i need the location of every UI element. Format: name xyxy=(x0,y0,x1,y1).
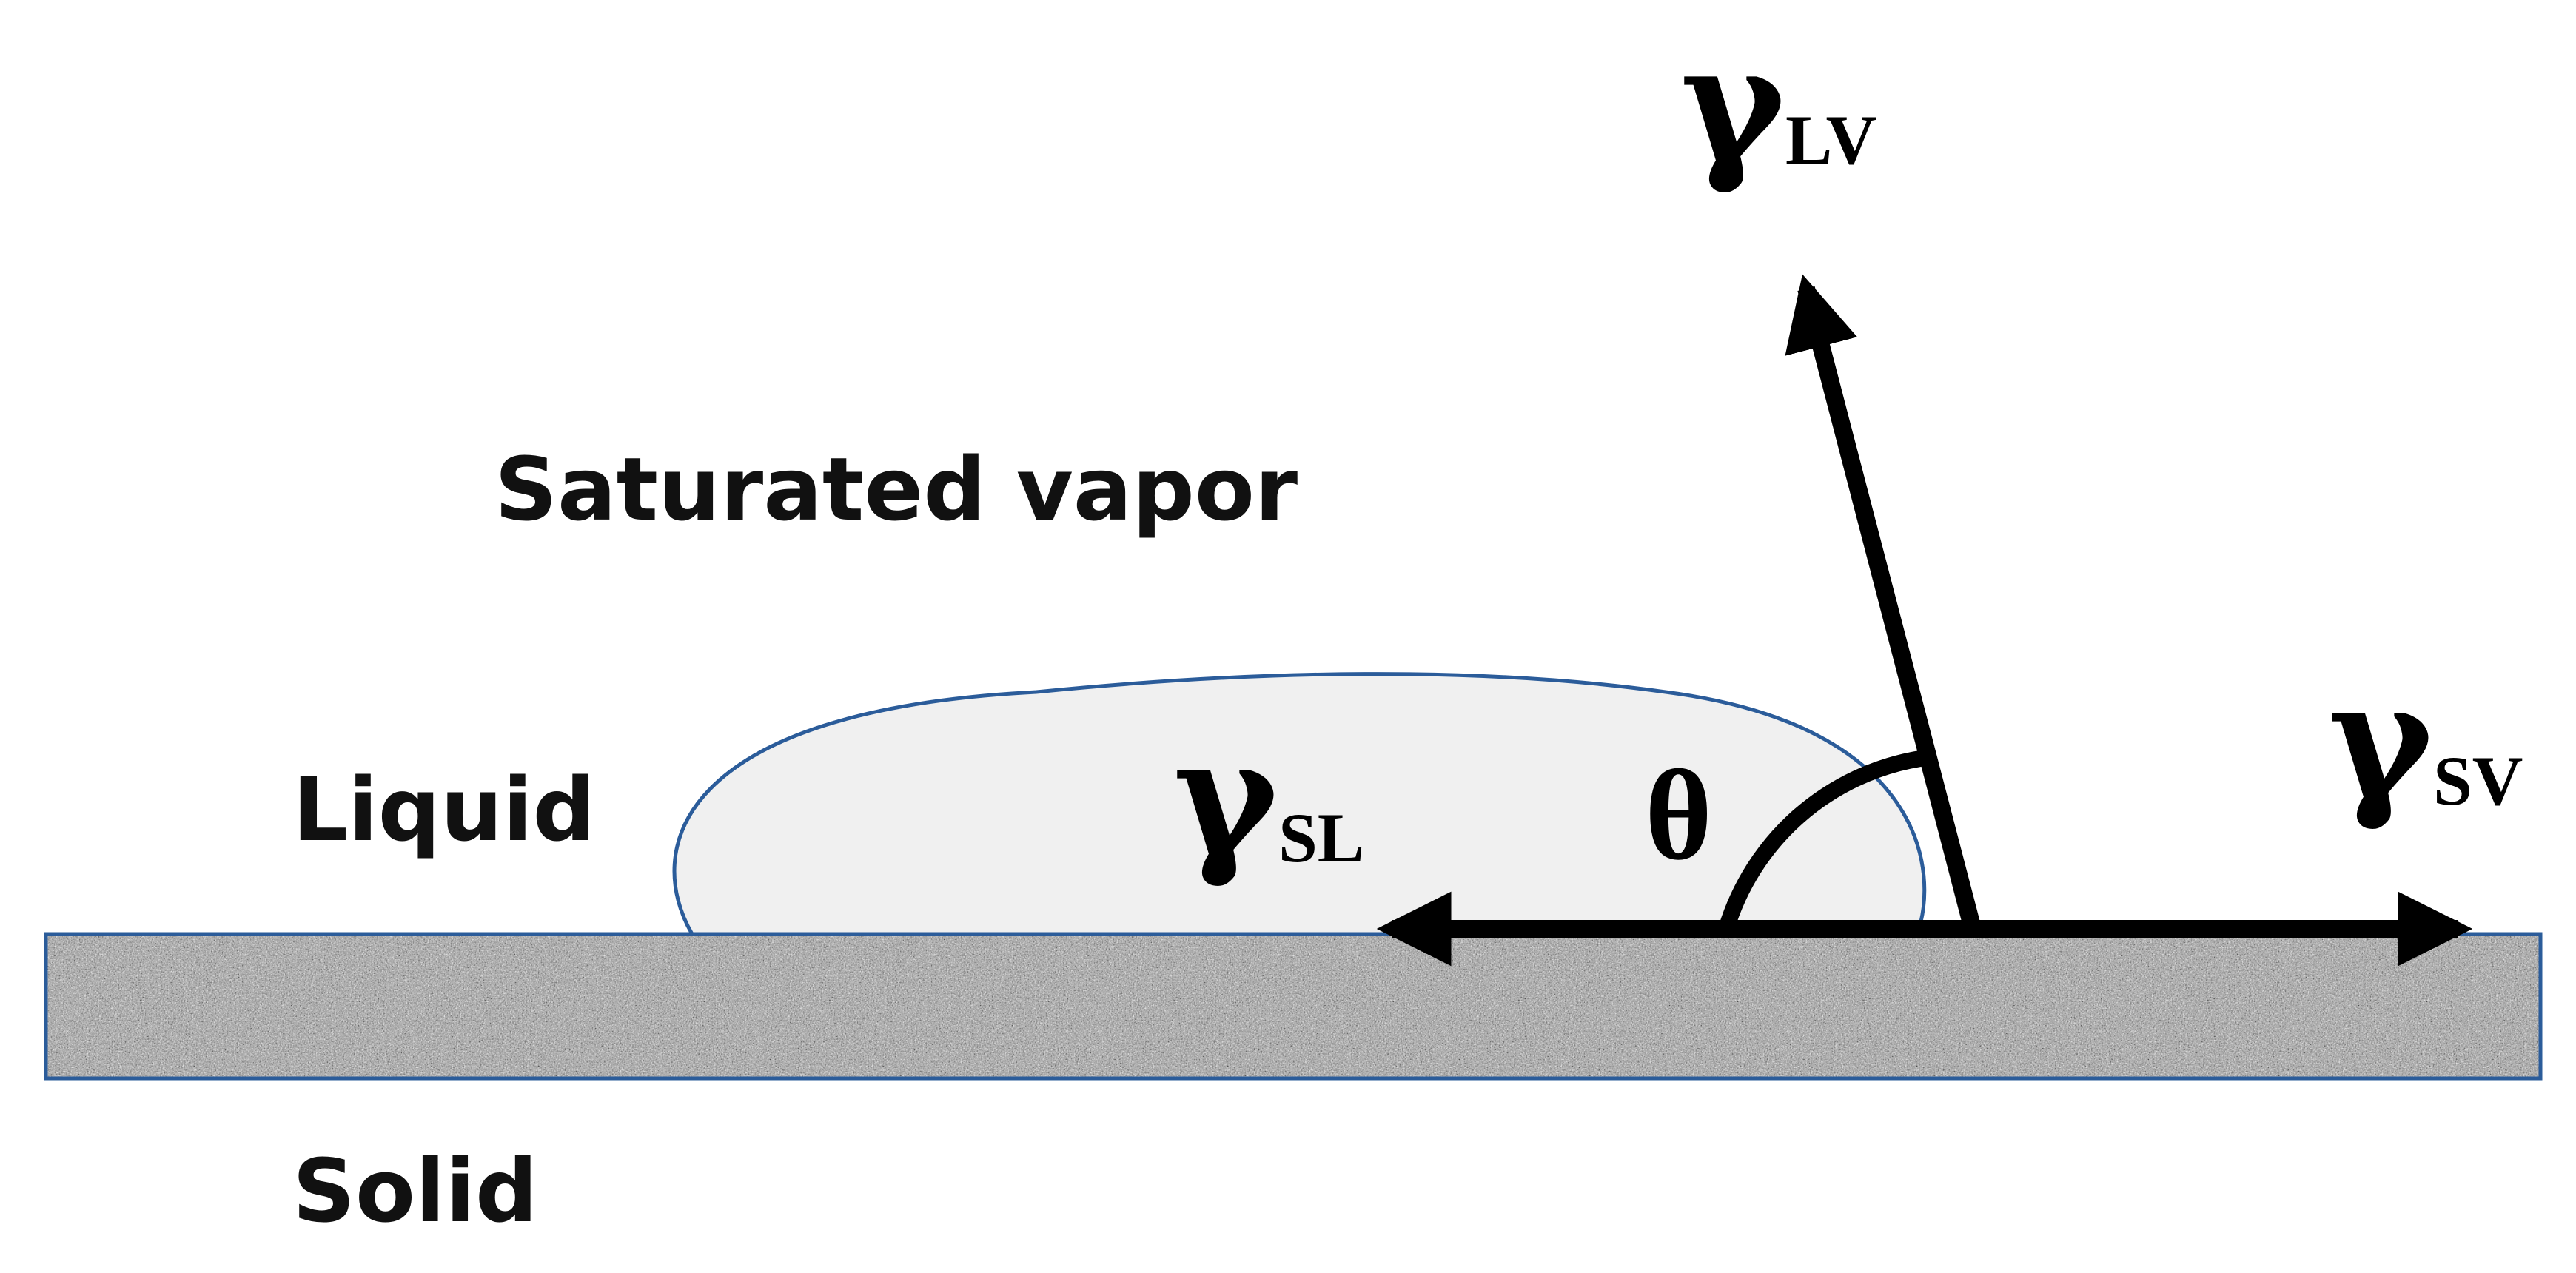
liquid-droplet xyxy=(672,672,1927,936)
solid-label: Solid xyxy=(292,1140,537,1242)
gamma-sv-symbol: γ xyxy=(2328,646,2435,833)
gamma-lv-symbol: γ xyxy=(1680,10,1787,197)
gamma-sl-symbol: γ xyxy=(1173,703,1280,890)
solid-texture xyxy=(46,934,2540,1078)
solid-substrate xyxy=(44,932,2543,1081)
liquid-label: Liquid xyxy=(292,759,595,861)
gamma-sv-label: γSV xyxy=(2328,646,2523,833)
theta-label: θ xyxy=(1645,743,1712,887)
gamma-lv-arrow xyxy=(1785,274,1982,932)
gamma-sl-label: γSL xyxy=(1173,703,1364,890)
gamma-sl-subscript: SL xyxy=(1278,799,1364,877)
gamma-sv-subscript: SV xyxy=(2433,742,2523,820)
vapor-label: Saturated vapor xyxy=(494,438,1298,540)
gamma-lv-subscript: LV xyxy=(1785,101,1876,179)
gamma-lv-label: γLV xyxy=(1680,10,1876,197)
contact-angle-arc xyxy=(1718,750,1922,932)
